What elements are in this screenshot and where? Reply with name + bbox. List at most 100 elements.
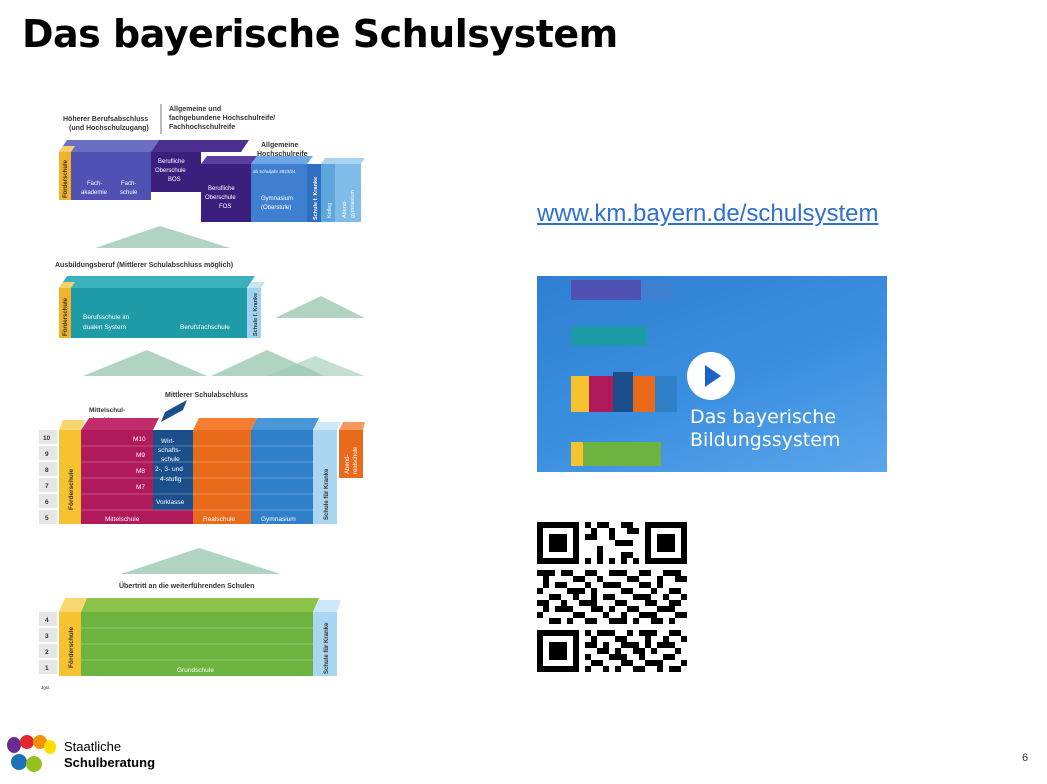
label-hochschulreife-2: fachgebundene Hochschulreife/ <box>169 115 275 122</box>
prim-grundschule: Grundschule <box>177 667 214 674</box>
arrow-up-1 <box>95 226 230 248</box>
primary-block: 4 3 2 1 Jgst. Förderschule Grundschule S… <box>39 598 341 690</box>
tert-bos-2: Oberschule <box>155 168 186 174</box>
video-deco-block <box>571 326 647 346</box>
tert-fos-2: Oberschule <box>205 195 236 201</box>
sec-foerderschule: Förderschule <box>68 468 75 510</box>
logo-text: Staatliche Schulberatung <box>64 739 155 771</box>
tert-kolleg: Kolleg <box>327 203 333 218</box>
slide-title: Das bayerische Schulsystem <box>22 12 618 56</box>
grade-3: 3 <box>45 633 49 640</box>
arrow-up-2 <box>275 296 365 318</box>
sec-wirtschaft-2: schafts- <box>158 447 181 454</box>
tert-bos-3: BOS <box>168 177 181 183</box>
schulberatung-logo-icon <box>7 735 56 772</box>
tert-foerderschule: Förderschule <box>63 159 69 198</box>
sec-realschule: Realschule <box>203 516 236 523</box>
class-m9: M9 <box>136 452 145 459</box>
video-deco-block <box>571 442 661 466</box>
label-allg-hochschulreife-2: Hochschulreife <box>257 151 308 158</box>
video-deco-block <box>571 376 589 412</box>
label-allg-hochschulreife-1: Allgemeine <box>261 142 298 149</box>
sec-abendreal-2: realschule <box>353 446 359 474</box>
class-m8: M8 <box>136 468 145 475</box>
video-thumbnail[interactable]: Das bayerische Bildungssystem <box>537 276 887 472</box>
sec-wirtschaft-3: schule <box>161 456 180 463</box>
label-hoeherer-berufsabschluss-2: (und Hochschulzugang) <box>69 125 149 132</box>
arrow-up-5 <box>267 356 365 376</box>
play-icon <box>705 365 721 387</box>
tert-fachakademie-1: Fach- <box>87 181 102 187</box>
top-labels: Höherer Berufsabschluss (und Hochschulzu… <box>63 104 308 158</box>
class-m7: M7 <box>136 484 145 491</box>
prim-heading: Übertritt an die weiterführenden Schulen <box>119 581 254 590</box>
tert-gymnasium-2: (Oberstufe) <box>261 205 291 211</box>
tert-fos-1: Berufliche <box>208 186 235 192</box>
video-deco-block <box>613 372 633 412</box>
voc-foerderschule: Förderschule <box>63 297 69 336</box>
tert-fachschule-1: Fach- <box>121 181 136 187</box>
sec-gymnasium: Gymnasium <box>261 516 296 523</box>
sec-abendreal-1: Abend- <box>345 455 351 474</box>
tert-bos-1: Berufliche <box>158 159 185 165</box>
sec-heading: Mittlerer Schulabschluss <box>165 392 248 399</box>
grade-10: 10 <box>43 435 51 442</box>
video-deco-block <box>633 376 655 412</box>
sec-wirtschaft-1: Wirt- <box>161 438 175 445</box>
jgst-label: Jgst. <box>41 685 51 690</box>
logo-line2: Schulberatung <box>64 755 156 770</box>
voc-schule-kranke: Schule f. Kranke <box>253 293 259 336</box>
tert-abendgym-2: gymnasium <box>350 189 356 218</box>
video-title-line2: Bildungssystem <box>690 429 841 451</box>
tert-schule-kranke: Schule f. Kranke <box>313 177 319 220</box>
grade-7: 7 <box>45 483 49 490</box>
tert-fos-3: FOS <box>219 204 231 210</box>
grade-9: 9 <box>45 451 49 458</box>
tert-abschuljahr: ab Schuljahr 2023/24 <box>253 169 296 174</box>
video-deco-block <box>589 376 613 412</box>
play-button[interactable] <box>687 352 735 400</box>
sec-schule-kranke: Schule für Kranke <box>324 468 330 520</box>
grade-2: 2 <box>45 649 49 656</box>
tert-fachakademie-2: akademie <box>81 190 108 196</box>
sec-wirtschaft-5: 4-stufig <box>160 476 182 483</box>
video-title-line1: Das bayerische <box>690 406 837 428</box>
schulsystem-link[interactable]: www.km.bayern.de/schulsystem <box>537 200 879 227</box>
sec-msa-1: Mittelschul- <box>89 407 125 414</box>
label-hochschulreife-3: Fachhochschulreife <box>169 124 235 131</box>
video-deco-block <box>641 282 671 300</box>
school-system-diagram: Höherer Berufsabschluss (und Hochschulzu… <box>39 104 365 690</box>
video-deco-block <box>571 280 641 300</box>
voc-heading: Ausbildungsberuf (Mittlerer Schulabschlu… <box>55 262 233 269</box>
tert-gymnasium-1: Gymnasium <box>261 196 293 202</box>
prim-foerderschule: Förderschule <box>68 626 75 668</box>
voc-berufsschule-1: Berufsschule im <box>83 314 129 321</box>
sec-wirtschaft-4: 2-, 3- und <box>155 466 183 473</box>
qr-code-icon[interactable] <box>537 522 687 672</box>
voc-berufsfachschule: Berufsfachschule <box>180 324 230 331</box>
grade-4: 4 <box>45 617 49 624</box>
tert-abendgym-1: Abend- <box>342 200 348 218</box>
video-deco-block <box>571 442 583 466</box>
video-title: Das bayerische Bildungssystem <box>690 406 840 452</box>
tertiary-block: Förderschule Fach- akademie Fach- schule… <box>59 140 365 222</box>
vocational-block: Förderschule Berufsschule im dualen Syst… <box>59 276 265 338</box>
sec-vorklasse: Vorklasse <box>156 499 185 506</box>
sec-mittelschule: Mittelschule <box>105 516 140 523</box>
grade-6: 6 <box>45 499 49 506</box>
label-hoeherer-berufsabschluss-1: Höherer Berufsabschluss <box>63 116 148 123</box>
video-deco-block <box>655 376 677 412</box>
page-number: 6 <box>1022 752 1029 764</box>
voc-berufsschule-2: dualen System <box>83 324 126 331</box>
label-hochschulreife-1: Allgemeine und <box>169 106 221 113</box>
tert-fachschule-2: schule <box>120 190 138 196</box>
prim-schule-kranke: Schule für Kranke <box>324 622 330 674</box>
grade-8: 8 <box>45 467 49 474</box>
logo-line1: Staatliche <box>64 739 122 754</box>
grade-1: 1 <box>45 665 49 672</box>
arrow-up-3 <box>83 350 207 376</box>
grade-5: 5 <box>45 515 49 522</box>
secondary-block: 10 9 8 7 6 5 Förderschule <box>39 400 365 524</box>
arrow-up-6 <box>121 548 281 574</box>
class-m10: M10 <box>133 436 146 443</box>
